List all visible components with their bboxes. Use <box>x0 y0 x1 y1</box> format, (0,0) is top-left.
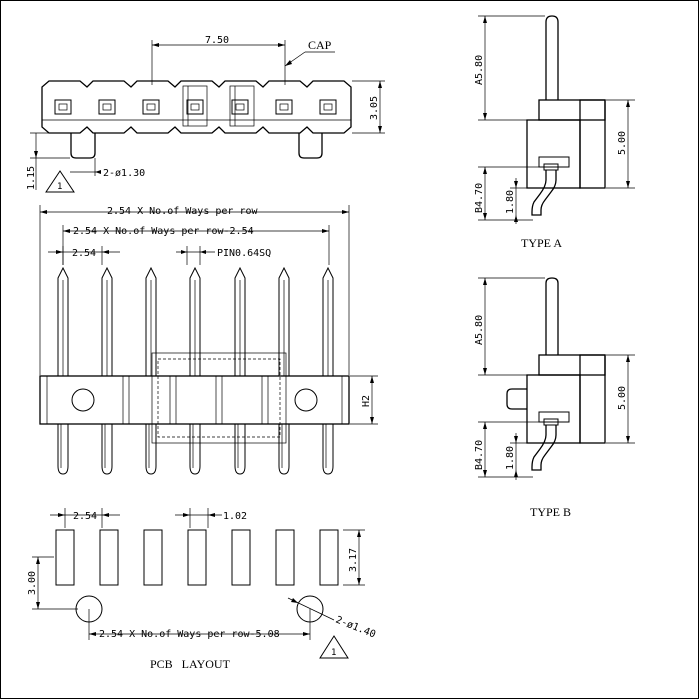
type-a-dim-5: 5.00 <box>617 131 628 155</box>
type-a-bent-pin <box>531 170 557 216</box>
top-pin-inner <box>235 103 245 111</box>
front-pin-lower <box>322 424 334 475</box>
type-b-housing <box>526 374 581 444</box>
side-view-type-a: A5.80 5.00 B4.70 1.80 TYPE A <box>474 15 635 250</box>
warning-number: 1 <box>57 182 62 192</box>
top-pin-square <box>231 99 249 115</box>
front-pins <box>57 266 334 475</box>
front-housing <box>39 375 350 425</box>
top-view: 7.50 CAP 3.05 1.15 2-ø1.30 1 <box>26 35 385 193</box>
pcb-pads <box>55 529 339 586</box>
front-pin-upper <box>101 266 113 376</box>
front-cap-outline <box>151 352 287 444</box>
front-pin-upper <box>322 266 334 376</box>
pcb-layout-caption: PCB LAYOUT <box>150 657 231 671</box>
top-pin-square <box>186 99 204 115</box>
pcb-hole-dia: 2-ø1.40 <box>334 615 377 641</box>
pcb-pad <box>187 529 207 586</box>
dim-pin-size: PIN0.64SQ <box>217 248 271 259</box>
top-pin-square <box>319 99 337 115</box>
front-pin-upper <box>189 266 201 376</box>
pcb-pad <box>319 529 339 586</box>
top-pin-square <box>54 99 72 115</box>
pcb-pad <box>55 529 75 586</box>
front-view: 2.54 X No.of Ways per row 2.54 X No.of W… <box>39 205 378 475</box>
type-b-bent-pin <box>531 425 557 471</box>
cap-outline-right <box>229 85 255 127</box>
type-a-dim-1-80: 1.80 <box>505 190 516 214</box>
top-pin-inner <box>146 103 156 111</box>
type-b-post <box>506 388 527 410</box>
top-pin-inner <box>102 103 112 111</box>
pcb-pad <box>275 529 295 586</box>
type-a-pin-top <box>545 15 559 100</box>
dim-3-05: 3.05 <box>369 96 380 120</box>
cap-label: CAP <box>308 38 332 52</box>
dim-7-50: 7.50 <box>205 35 229 46</box>
pcb-pad <box>143 529 163 586</box>
type-b-dim-b: B4.70 <box>474 440 485 470</box>
cap-outline-left <box>182 85 208 127</box>
post-right <box>298 133 323 159</box>
type-b-pin-top <box>545 277 559 355</box>
dim-h2: H2 <box>361 395 372 407</box>
top-pin-square <box>275 99 293 115</box>
type-b-caption: TYPE B <box>530 505 571 519</box>
front-post-hole-left <box>71 388 95 412</box>
front-pin-lower <box>101 424 113 475</box>
front-pin-lower <box>278 424 290 475</box>
housing-outline <box>41 80 352 134</box>
top-pin-square <box>142 99 160 115</box>
front-pin-lower <box>145 424 157 475</box>
front-pin-upper <box>145 266 157 376</box>
type-b-dim-5: 5.00 <box>617 386 628 410</box>
pcb-dim-3-00: 3.00 <box>27 571 38 595</box>
front-pin-upper <box>57 266 69 376</box>
pcb-warning-triangle-icon <box>319 635 349 659</box>
pcb-pad <box>99 529 119 586</box>
top-pin-squares <box>54 99 337 115</box>
dim-pitch: 2.54 <box>72 248 96 259</box>
pcb-layout: 2.54 1.02 3.17 3.00 2.54 X No.of Ways pe… <box>27 508 377 671</box>
top-pin-inner <box>190 103 200 111</box>
top-pin-inner <box>279 103 289 111</box>
pcb-warning-number: 1 <box>331 648 336 658</box>
front-pin-upper <box>234 266 246 376</box>
pcb-dim-pitch: 2.54 <box>73 511 97 522</box>
type-b-dim-1-80: 1.80 <box>505 446 516 470</box>
top-pin-square <box>98 99 116 115</box>
front-pin-lower <box>189 424 201 475</box>
front-pin-upper <box>278 266 290 376</box>
front-post-hole-right <box>294 388 318 412</box>
front-pin-lower <box>234 424 246 475</box>
dim-inner-width: 2.54 X No.of Ways per row-2.54 <box>73 226 254 237</box>
top-pin-inner <box>58 103 68 111</box>
top-pin-inner <box>323 103 333 111</box>
warning-triangle-icon <box>45 170 75 193</box>
side-view-type-b: A5.80 5.00 B4.70 1.80 TYPE B <box>474 277 635 519</box>
type-a-housing <box>526 119 581 189</box>
dim-total-width: 2.54 X No.of Ways per row <box>107 206 258 217</box>
type-a-dim-b: B4.70 <box>474 183 485 213</box>
pcb-dim-pad-width: 1.02 <box>223 511 247 522</box>
type-b-dim-a: A5.80 <box>474 315 485 345</box>
front-pin-lower <box>57 424 69 475</box>
type-a-caption: TYPE A <box>521 236 562 250</box>
type-a-dim-a: A5.80 <box>474 55 485 85</box>
pcb-pad <box>231 529 251 586</box>
post-left <box>70 133 96 159</box>
pcb-dim-3-17: 3.17 <box>348 548 359 572</box>
pcb-dim-bottom: 2.54 X No.of Ways per row-5.08 <box>99 629 280 640</box>
dim-1-15: 1.15 <box>26 166 37 190</box>
dim-post-dia: 2-ø1.30 <box>103 168 145 179</box>
